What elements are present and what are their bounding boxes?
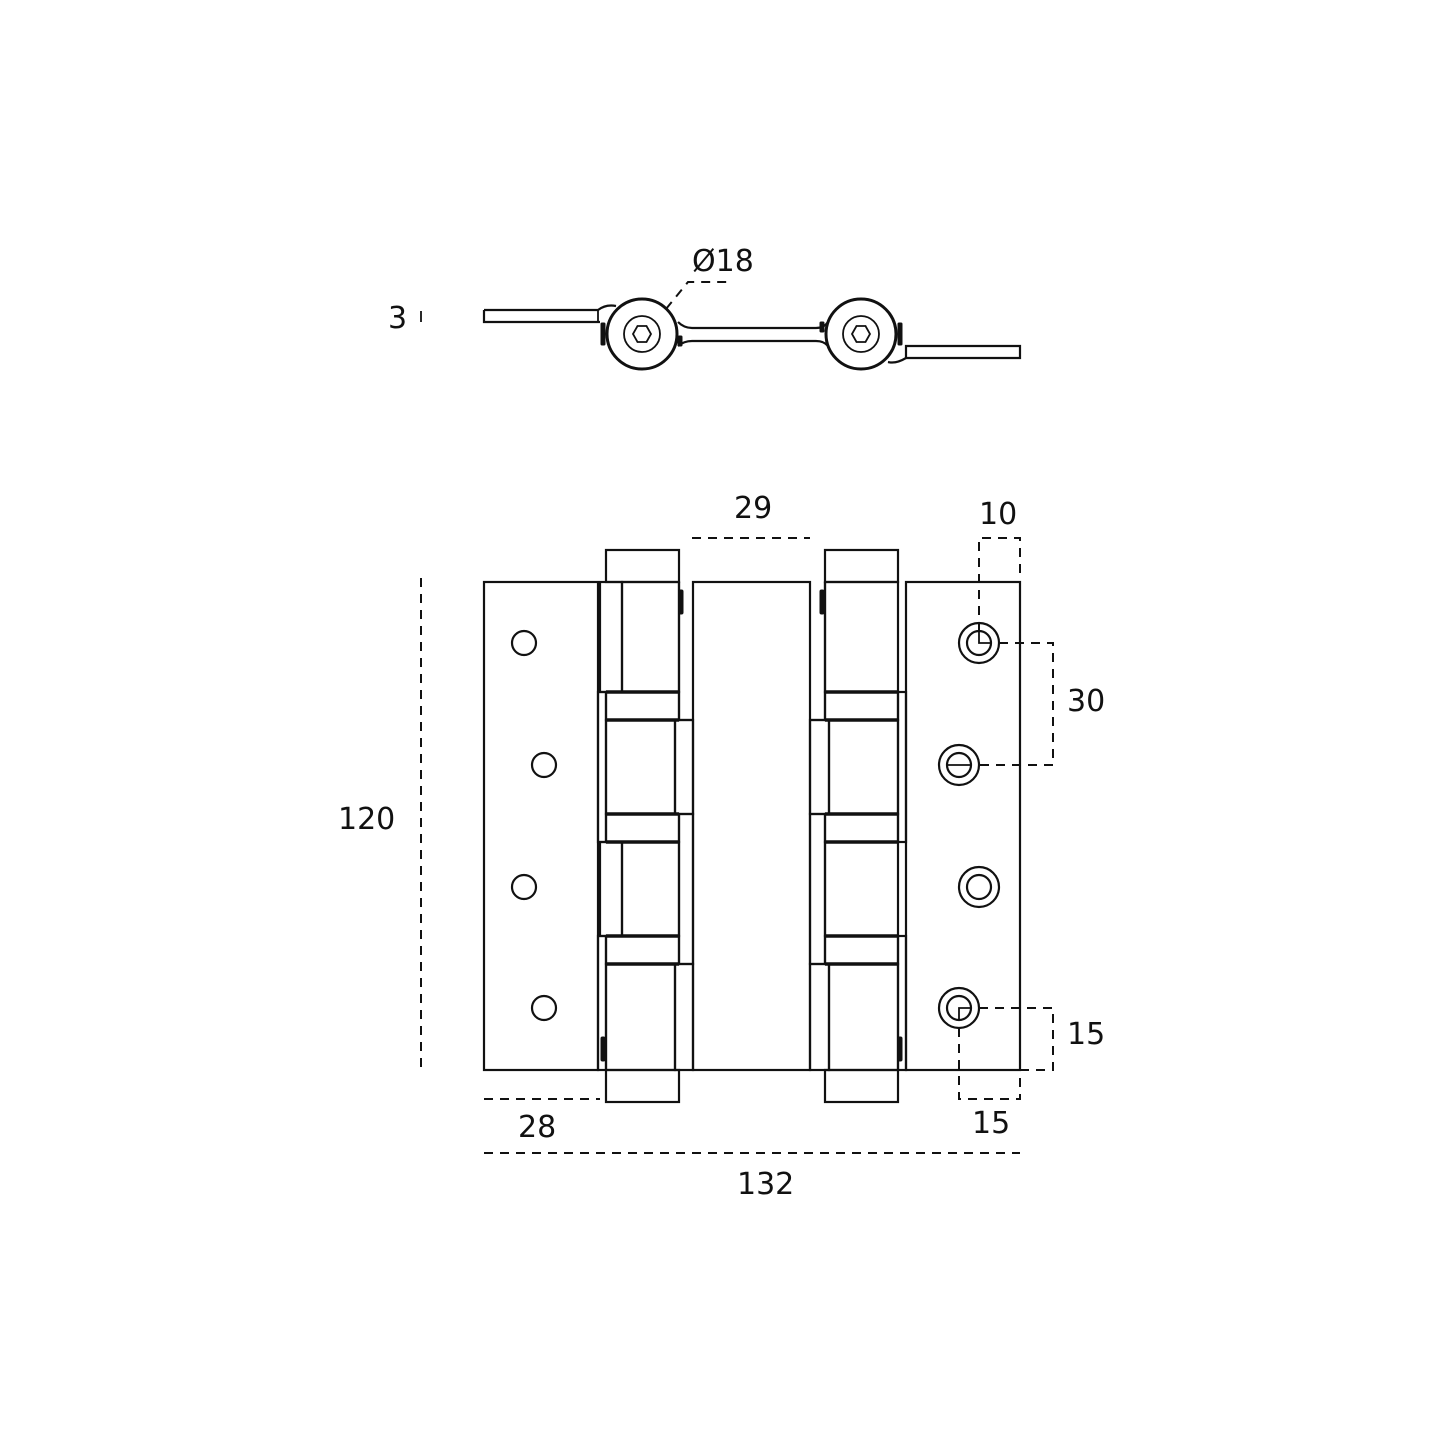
bottom-offset-label: 15 xyxy=(1067,1017,1105,1052)
screw-hole xyxy=(510,873,538,901)
dimension-lines: 120 29 10 30 15 15 28 132 xyxy=(338,491,1105,1202)
left-leaf-holes xyxy=(510,629,558,1022)
right-barrel-assembly xyxy=(808,548,908,1104)
diameter-leader xyxy=(665,281,728,310)
top-offset-label: 10 xyxy=(979,497,1017,532)
barrel-right xyxy=(824,297,898,371)
top-view: 3 Ø18 xyxy=(388,244,1022,371)
outer-leaf-width-label: 28 xyxy=(518,1110,556,1145)
side-offset-label: 15 xyxy=(972,1106,1010,1141)
right-leaf-holes xyxy=(937,621,1001,1030)
screw-hole xyxy=(530,751,558,779)
screw-hole xyxy=(510,629,538,657)
front-view: 120 29 10 30 15 15 28 132 xyxy=(338,491,1105,1202)
center-leaf-width-label: 29 xyxy=(734,491,772,526)
screw-hole xyxy=(530,994,558,1022)
left-barrel-assembly xyxy=(596,548,695,1104)
diameter-label: Ø18 xyxy=(692,244,754,279)
height-label: 120 xyxy=(338,802,395,837)
hole-spacing-label: 30 xyxy=(1067,684,1105,719)
center-leaf xyxy=(691,580,812,1072)
barrel-left xyxy=(605,297,679,371)
overall-width-label: 132 xyxy=(737,1167,794,1202)
thickness-label: 3 xyxy=(388,301,407,336)
